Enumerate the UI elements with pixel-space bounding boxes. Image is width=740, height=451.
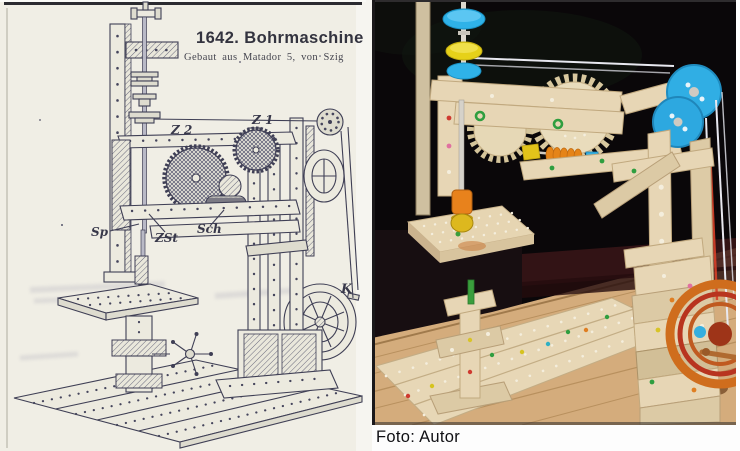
drawing-gearbox (111, 126, 301, 239)
pulley-stack (442, 0, 486, 80)
label-sch: Sch (197, 222, 222, 236)
photo-caption: Foto: Autor (376, 428, 461, 446)
drawing-tower-base (215, 329, 339, 399)
machine-head (429, 73, 701, 197)
machine-photo-svg (372, 0, 740, 451)
catalog-title: 1642. Bohrmaschine (196, 29, 364, 47)
photo-panel: Foto: Autor (372, 0, 740, 451)
work-table (406, 205, 536, 263)
label-zst: ZSt (155, 231, 178, 245)
label-sp: Sp (91, 225, 109, 239)
background-post (415, 0, 431, 216)
caption-strip (372, 425, 740, 451)
catalog-subtitle: Gebaut aus Matador 5, von Szig (184, 52, 344, 63)
label-k: K (341, 282, 353, 297)
drawing-spindle (134, 229, 149, 294)
table-column (429, 279, 513, 415)
photo-border-left (372, 0, 375, 425)
drawing-work-table (57, 283, 213, 393)
label-z2: Z 2 (171, 123, 193, 137)
drawing-belt (340, 126, 359, 299)
drawing-upper-pulleys (147, 108, 345, 203)
label-leader-lines (109, 209, 225, 233)
drill-spindle (450, 99, 474, 233)
drive-strings (471, 57, 675, 74)
machine-drawing-svg (0, 0, 372, 451)
catalog-page-panel: 1642. Bohrmaschine Gebaut aus Matador 5,… (0, 0, 372, 451)
scan-edge-line (4, 2, 362, 5)
flywheel (665, 279, 740, 389)
label-z1: Z 1 (252, 113, 274, 127)
